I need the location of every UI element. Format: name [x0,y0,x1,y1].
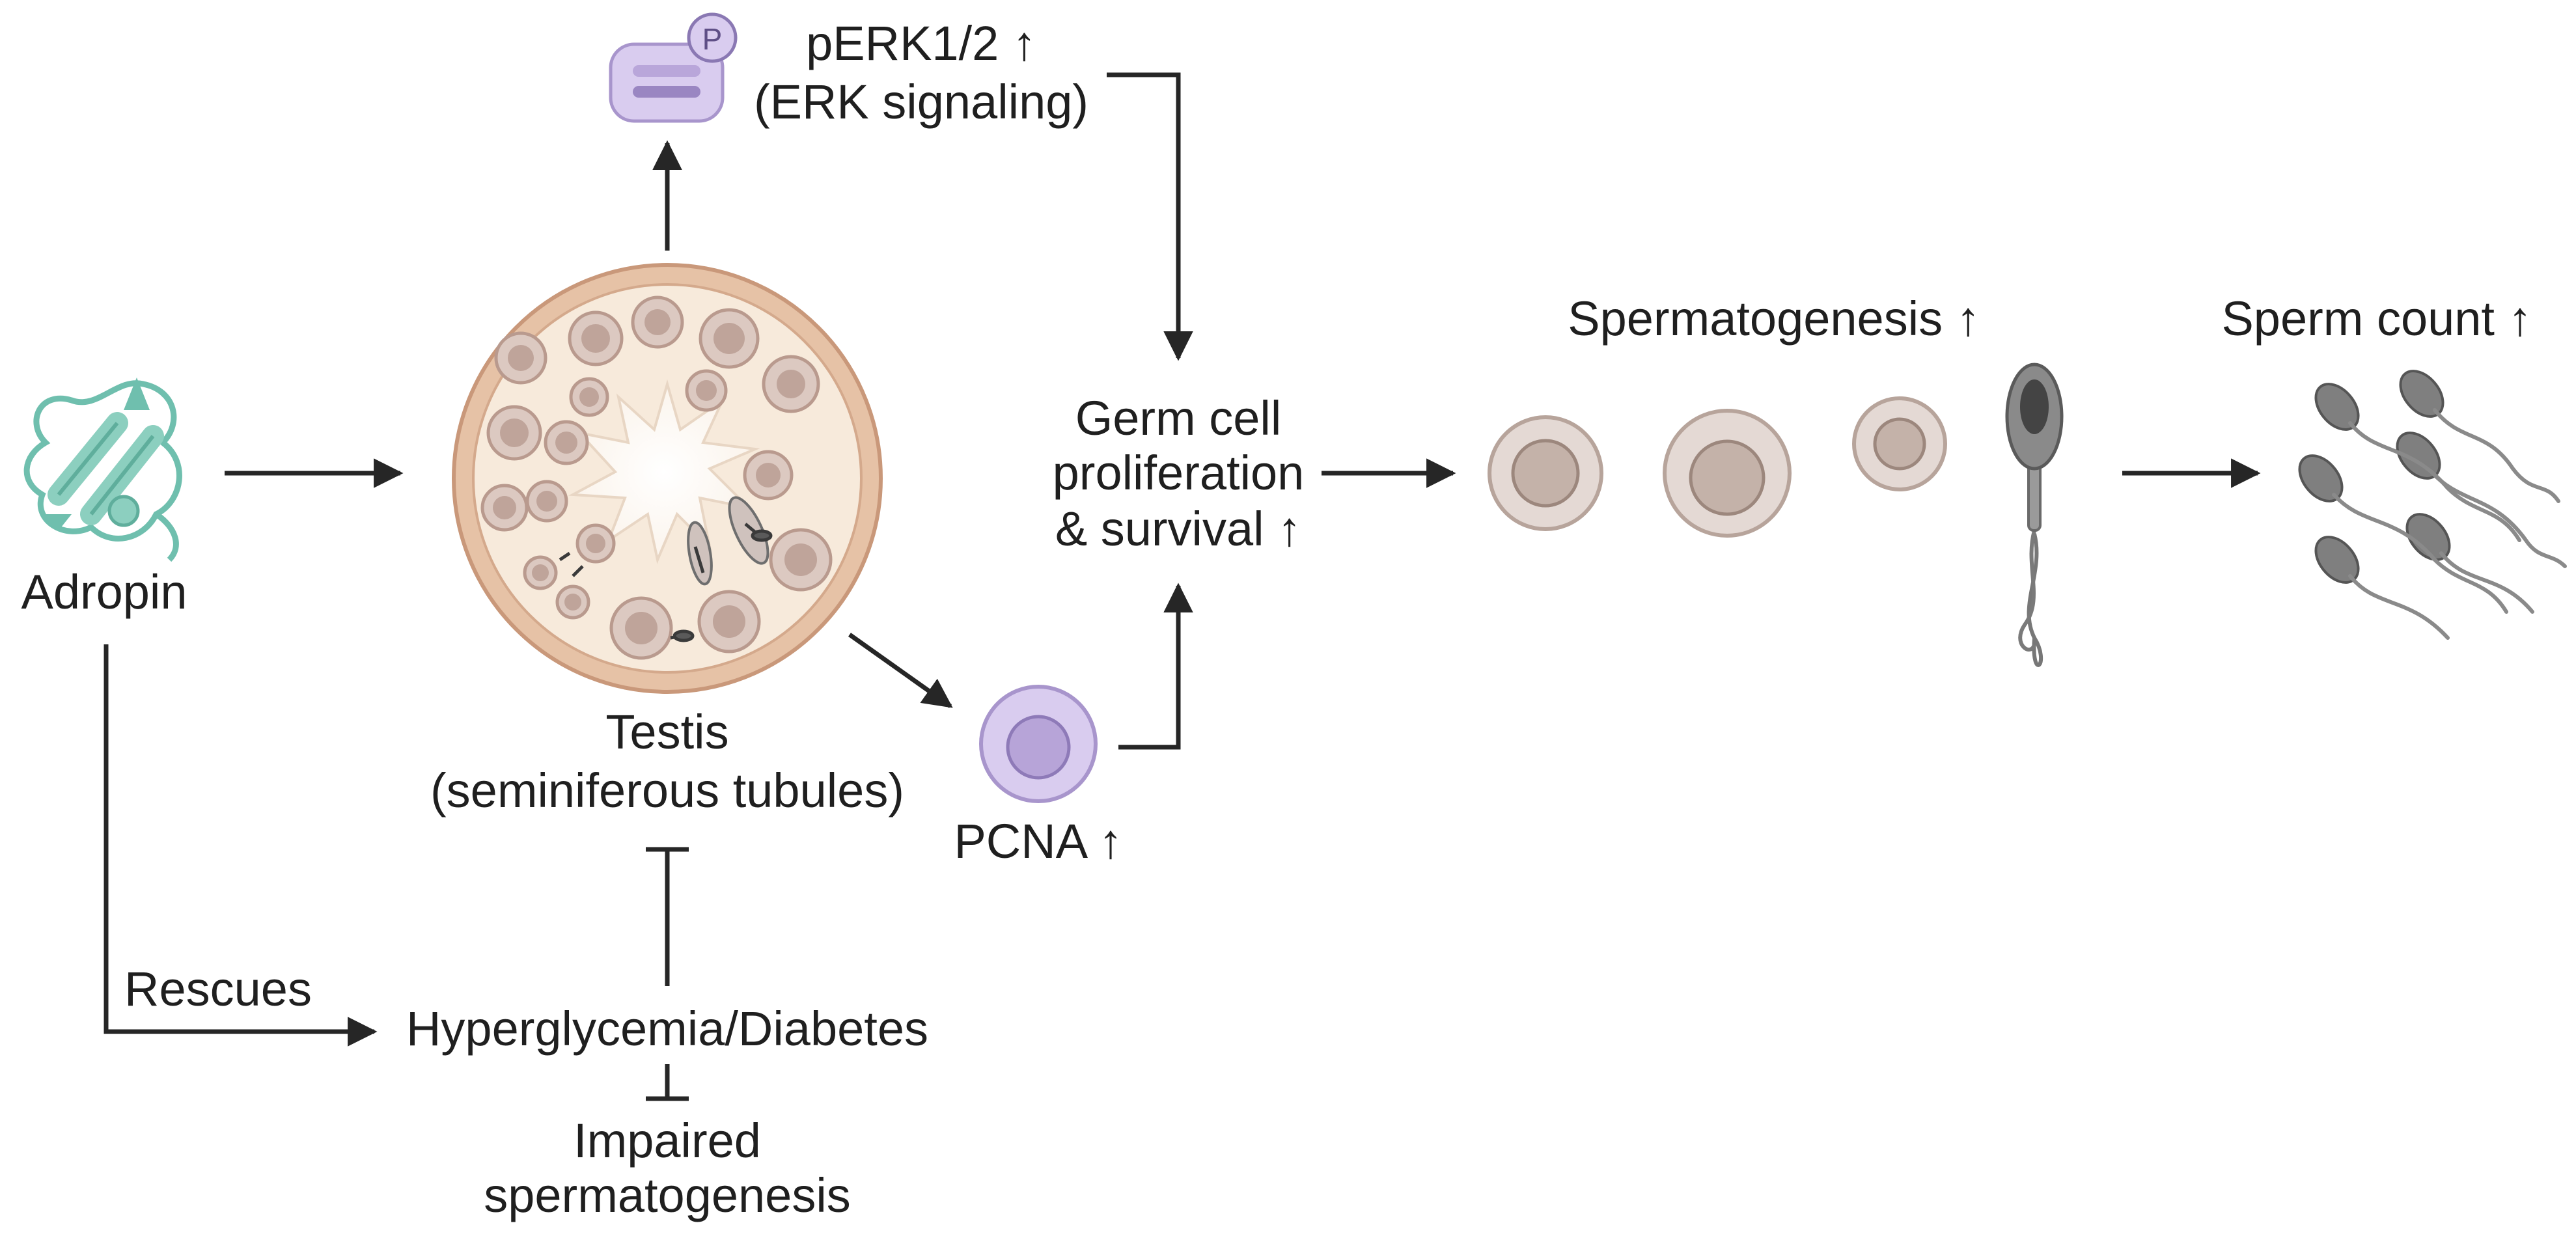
erk-signaling-label: (ERK signaling) [754,75,1088,129]
perk-to-germ-arrow [1107,72,1193,361]
survival-label: & survival ↑ [1055,502,1301,556]
phospho-badge: P [702,22,723,56]
seminiferous-tubule-icon [452,263,883,694]
adropin-rescues-arrow [104,644,378,1047]
single-sperm-icon [2005,363,2064,667]
sperm-cluster-icon [2298,370,2567,640]
germ-cell-label: Germ cell [1075,391,1282,445]
hyperglycemia-inhibits-testis [646,847,689,986]
testis-to-pcna-arrow [848,633,953,708]
testis-label: Testis [605,705,728,759]
perk-label: pERK1/2 ↑ [806,16,1036,70]
rescues-label: Rescues [124,962,312,1016]
sperm-count-label: Sperm count ↑ [2221,292,2532,346]
impaired-label: Impaired [574,1114,761,1168]
hyperglycemia-label: Hyperglycemia/Diabetes [406,1002,928,1056]
adropin-label: Adropin [21,565,187,619]
impaired-spermatogenesis-label: spermatogenesis [484,1168,851,1222]
seminiferous-tubules-label: (seminiferous tubules) [430,763,904,817]
adropin-protein-icon [23,378,182,562]
hyperglycemia-inhibits-impaired [646,1064,689,1101]
proliferation-label: proliferation [1053,446,1305,500]
pcna-to-germ-arrow [1118,583,1193,750]
perk-icon: P [609,12,738,123]
pcna-label: PCNA ↑ [954,814,1122,868]
spermatocyte-cells-icon [1488,396,1947,538]
spermatogenesis-label: Spermatogenesis ↑ [1568,292,1980,346]
pcna-cell-icon [979,685,1098,803]
